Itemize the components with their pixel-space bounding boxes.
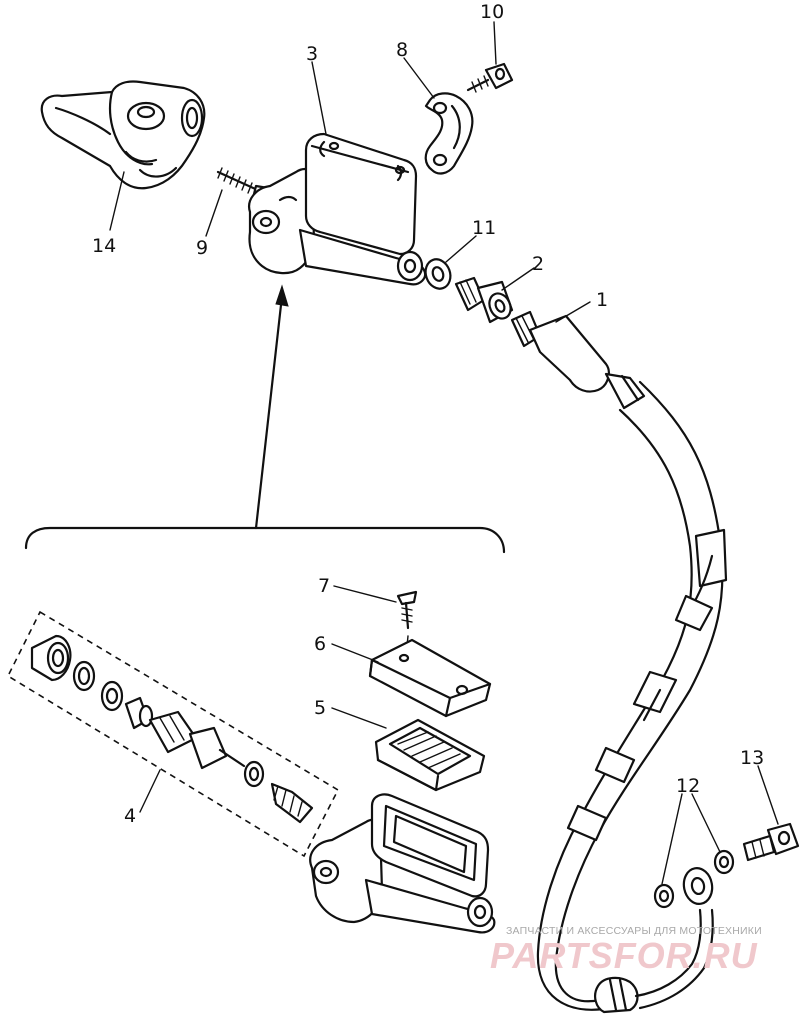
- watermark-caption: ЗАПЧАСТИ И АКСЕССУАРЫ ДЛЯ МОТОТЕХНИКИ: [506, 925, 762, 937]
- callout-9: 9: [196, 237, 208, 259]
- part-6-cap: [368, 638, 492, 718]
- callout-10: 10: [480, 1, 504, 23]
- part-12-washers: [653, 849, 735, 909]
- callout-7: 7: [318, 575, 330, 597]
- part-4-dashed-box: [6, 610, 340, 858]
- part-7-screw: [396, 590, 418, 657]
- callout-12: 12: [676, 775, 700, 797]
- watermark-logo: PARTSFOR.RU: [490, 935, 758, 976]
- detail-bracket: [24, 284, 506, 554]
- callout-1: 1: [596, 289, 608, 311]
- callout-3: 3: [306, 43, 318, 65]
- part-5-diaphragm: [374, 718, 486, 792]
- part-11-washer: [424, 258, 452, 290]
- callout-6: 6: [314, 633, 326, 655]
- callout-4: 4: [124, 805, 136, 827]
- callout-8: 8: [396, 39, 408, 61]
- callout-13: 13: [740, 747, 764, 769]
- part-1-brake-hose: [510, 310, 728, 1014]
- callout-14: 14: [92, 235, 116, 257]
- watermark: ЗАПЧАСТИ И АКСЕССУАРЫ ДЛЯ МОТОТЕХНИКИ PA…: [490, 925, 762, 976]
- leader-lines: [109, 21, 779, 885]
- part-10-bolt: [466, 62, 514, 93]
- part-8-bracket: [424, 92, 474, 175]
- part-13-union-bolt: [742, 822, 800, 862]
- callout-2: 2: [532, 253, 544, 275]
- part-14-cover: [40, 80, 206, 190]
- callout-labels: 1 2 3 4 5 6 7 8 9 10 11 12 13 14: [92, 1, 764, 827]
- part-3-master-cylinder: [248, 132, 427, 286]
- callout-11: 11: [472, 217, 496, 239]
- part-4-piston-kit: [30, 634, 314, 824]
- callout-5: 5: [314, 697, 326, 719]
- part-2-union-bolt: [454, 276, 514, 324]
- part-4-cylinder-body: [309, 793, 496, 934]
